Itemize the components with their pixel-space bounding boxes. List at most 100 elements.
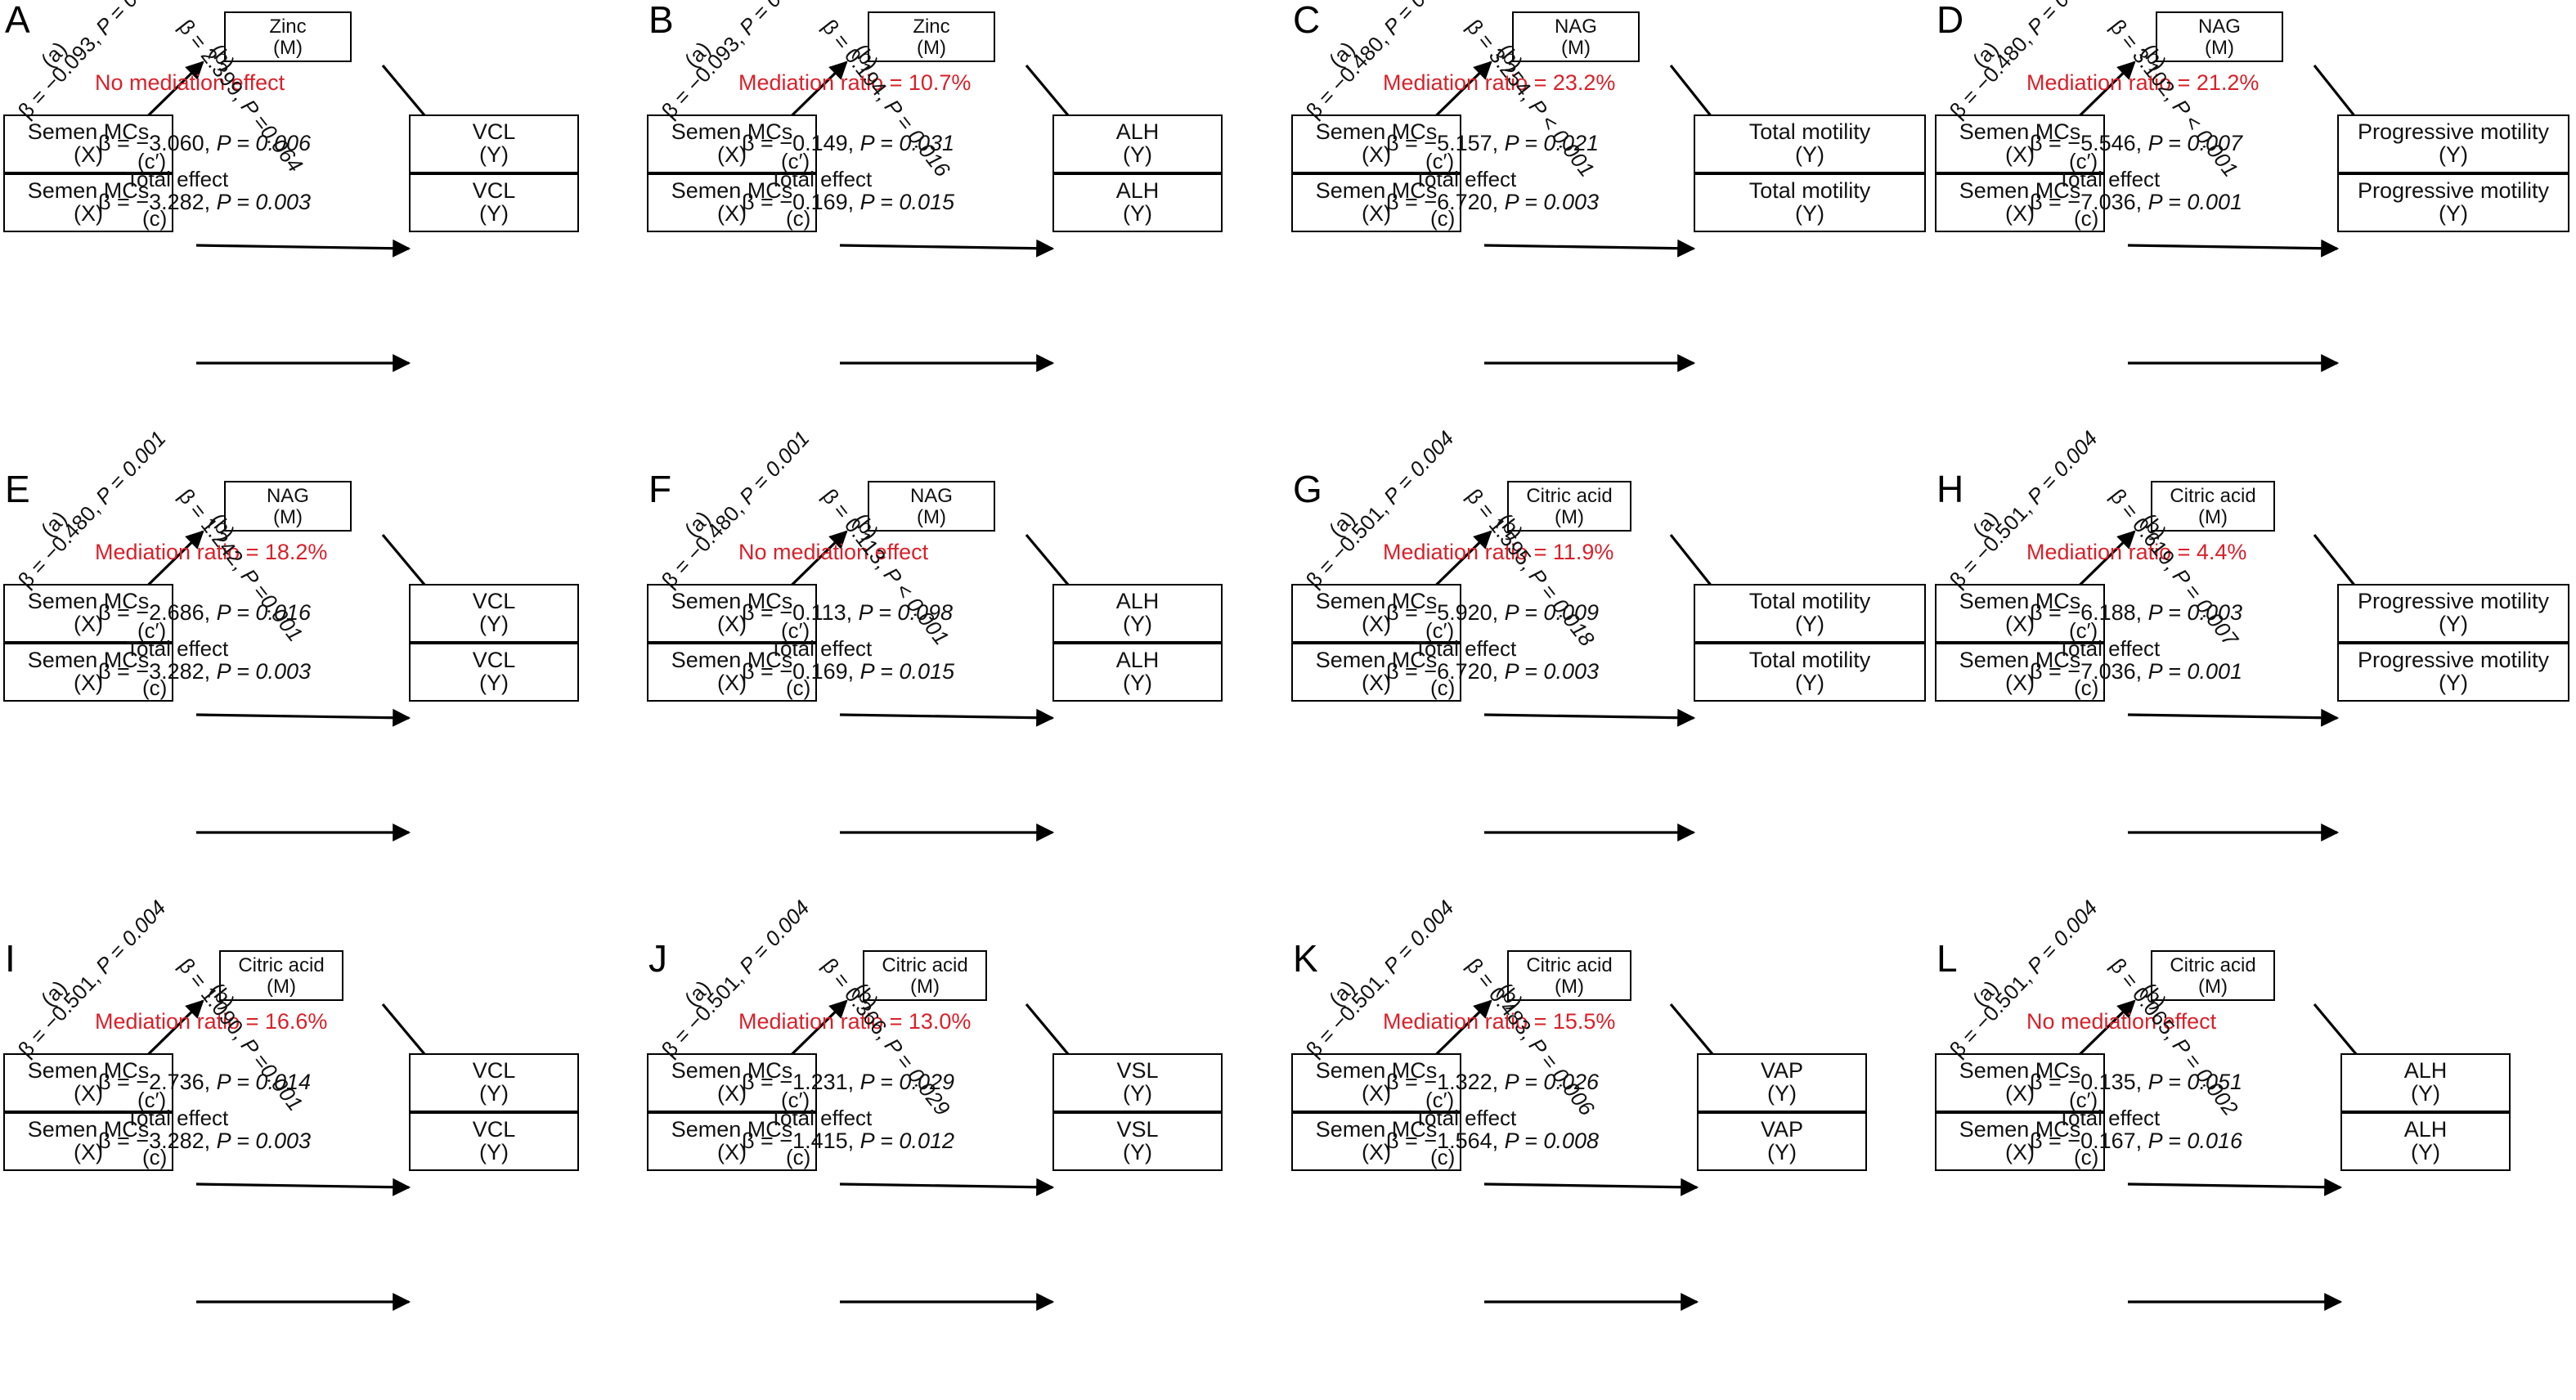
total-beta: β = −0.169,: [742, 659, 860, 684]
outcome-box-direct: Total motility(Y): [1694, 114, 1926, 173]
exposure-label: Semen MCs: [1315, 177, 1438, 202]
total-p-value: P = 0.003: [1504, 659, 1599, 684]
total-effect-tag: (c): [1430, 1145, 1456, 1169]
direct-effect-coef: β = −0.113, P = 0.098: [742, 600, 953, 625]
panel-letter: H: [1936, 468, 1964, 510]
outcome-label: VCL: [472, 177, 516, 202]
exposure-box-total: Semen MCs(X): [1291, 643, 1461, 702]
exposure-box-total: Semen MCs(X): [1291, 1112, 1461, 1171]
direct-p-value: P = 0.009: [1504, 600, 1599, 625]
total-p-value: P = 0.015: [859, 659, 954, 684]
exposure-label: Semen MCs: [27, 119, 150, 143]
direct-effect-tag: (c′): [137, 149, 167, 173]
outcome-box-total: Progressive motility(Y): [2337, 643, 2569, 702]
total-beta: β = −6.720,: [1386, 190, 1505, 214]
panel-letter: L: [1936, 937, 1958, 980]
panel-letter: D: [1936, 0, 1964, 41]
direct-p-value: P = 0.029: [859, 1070, 954, 1094]
exposure-sub: (X): [717, 1140, 747, 1164]
outcome-sub: (Y): [1767, 1081, 1797, 1106]
mediator-sub: (M): [917, 505, 946, 527]
outcome-box-total: ALH(Y): [2340, 1112, 2511, 1171]
exposure-sub: (X): [717, 1081, 747, 1106]
total-effect-coef: β = −3.282, P = 0.003: [98, 190, 311, 214]
mediator-box: NAG(M): [2156, 11, 2283, 62]
direct-effect-coef: β = −0.135, P = 0.051: [2030, 1070, 2242, 1094]
arrow-direct: [1483, 1178, 1699, 1196]
outcome-label: VCL: [472, 647, 516, 671]
direct-effect-coef: β = −1.322, P = 0.026: [1386, 1070, 1599, 1094]
outcome-sub: (Y): [1123, 1140, 1152, 1164]
total-beta: β = −1.415,: [742, 1129, 860, 1153]
mediator-label: Citric acid: [2170, 484, 2256, 507]
exposure-label: Semen MCs: [671, 1116, 793, 1141]
direct-beta: β = −5.920,: [1386, 600, 1505, 625]
outcome-label: ALH: [1115, 647, 1160, 671]
direct-p-value: P = 0.014: [216, 1070, 311, 1094]
exposure-label: Semen MCs: [1959, 1057, 2081, 1082]
mediator-sub: (M): [2198, 974, 2228, 997]
arrow-direct: [2127, 239, 2340, 258]
direct-p-value: P = 0.051: [2147, 1070, 2242, 1094]
total-beta: β = −3.282,: [98, 659, 217, 684]
outcome-box-total: VCL(Y): [409, 643, 579, 702]
outcome-sub: (Y): [1795, 201, 1824, 226]
outcome-box-direct: VAP(Y): [1697, 1053, 1867, 1112]
outcome-box-direct: ALH(Y): [1052, 584, 1223, 643]
outcome-sub: (Y): [2439, 671, 2468, 695]
total-p-value: P = 0.003: [216, 659, 311, 684]
outcome-box-direct: ALH(Y): [1052, 114, 1223, 173]
panel-letter: E: [5, 468, 30, 510]
direct-effect-coef: β = −2.736, P = 0.014: [98, 1070, 311, 1094]
outcome-box-direct: VCL(Y): [409, 1053, 579, 1112]
direct-effect-coef: β = −6.188, P = 0.003: [2030, 600, 2242, 625]
mediator-sub: (M): [1561, 35, 1591, 58]
direct-effect-tag: (c′): [781, 1088, 810, 1112]
total-effect-label: Total effect: [770, 1106, 873, 1130]
outcome-label: Total motility: [1748, 119, 1871, 143]
direct-p-value: P = 0.098: [858, 600, 953, 625]
total-effect-coef: β = −0.169, P = 0.015: [742, 190, 954, 214]
total-effect-label: Total effect: [1414, 167, 1517, 191]
total-effect-label: Total effect: [1414, 1106, 1517, 1130]
outcome-box-direct: Progressive motility(Y): [2337, 114, 2569, 173]
exposure-box-total: Semen MCs(X): [1935, 1112, 2105, 1171]
mediator-sub: (M): [910, 974, 940, 997]
mediation-ratio: Mediation ratio = 11.9%: [1383, 540, 1614, 564]
outcome-sub: (Y): [1123, 201, 1152, 226]
exposure-label: Semen MCs: [671, 1057, 793, 1082]
exposure-label: Semen MCs: [1315, 119, 1438, 143]
total-effect-coef: β = −7.036, P = 0.001: [2030, 190, 2242, 214]
mediator-sub: (M): [1555, 974, 1584, 997]
outcome-sub: (Y): [1795, 612, 1824, 636]
panel-letter: F: [648, 468, 672, 510]
exposure-label: Semen MCs: [27, 1116, 150, 1141]
exposure-box-total: Semen MCs(X): [1935, 643, 2105, 702]
direct-beta: β = −0.113,: [742, 600, 859, 625]
exposure-box-direct: Semen MCs(X): [1935, 114, 2105, 173]
total-effect-coef: β = −3.282, P = 0.003: [98, 659, 311, 684]
direct-effect-tag: (c′): [1425, 149, 1455, 173]
direct-beta: β = −2.686,: [98, 600, 217, 625]
mediation-ratio: No mediation effect: [2026, 1009, 2217, 1034]
exposure-label: Semen MCs: [1959, 588, 2081, 612]
panel-letter: A: [5, 0, 30, 41]
exposure-box-direct: Semen MCs(X): [3, 114, 173, 173]
exposure-box-direct: Semen MCs(X): [1291, 584, 1461, 643]
outcome-label: Progressive motility: [2357, 647, 2550, 671]
total-effect-label: Total effect: [126, 636, 229, 661]
arrow-direct: [839, 708, 1055, 727]
mediator-box: Zinc(M): [224, 11, 352, 62]
total-beta: β = −7.036,: [2030, 659, 2148, 684]
mediator-label: NAG: [1554, 15, 1597, 38]
outcome-sub: (Y): [2439, 201, 2468, 226]
exposure-box-total: Semen MCs(X): [647, 173, 817, 232]
total-beta: β = −3.282,: [98, 190, 217, 214]
direct-beta: β = −0.149,: [742, 131, 860, 155]
total-effect-coef: β = −6.720, P = 0.003: [1386, 659, 1599, 684]
direct-effect-tag: (c′): [1425, 1088, 1455, 1112]
